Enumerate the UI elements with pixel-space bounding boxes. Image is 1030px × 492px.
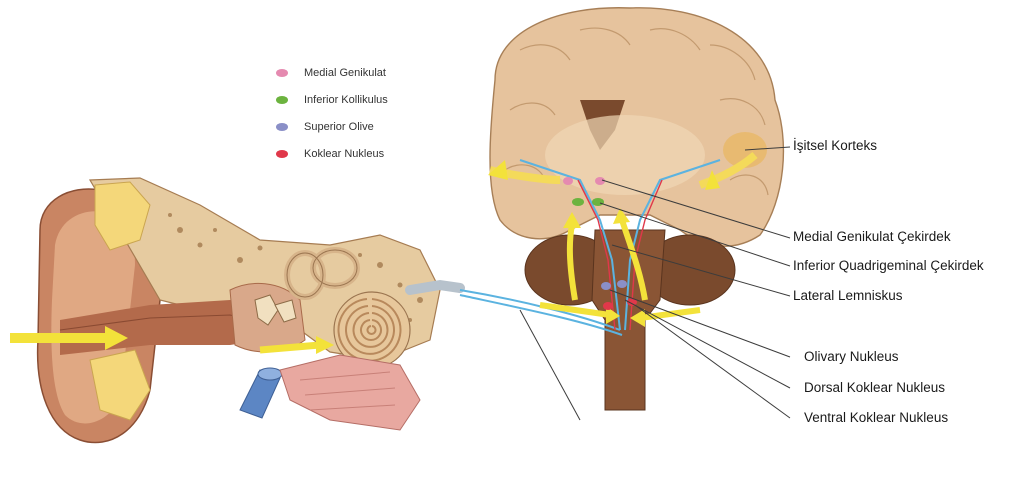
callout-dorsal-koklear-nukleus: Dorsal Koklear Nukleus [804, 380, 945, 395]
inferior-kollikulus-marker [572, 198, 584, 206]
koklear-nukleus-marker [603, 302, 613, 310]
callout-ventral-koklear-nukleus: Ventral Koklear Nukleus [804, 410, 948, 425]
legend-item-koklear-nukleus: Koklear Nukleus [276, 145, 384, 163]
legend-item-superior-olive: Superior Olive [276, 118, 374, 136]
legend-item-inferior-kollikulus: Inferior Kollikulus [276, 91, 388, 109]
legend-item-medial-genikulat: Medial Genikulat [276, 64, 386, 82]
legend-marker-green [276, 96, 288, 104]
callout-inferior-quadrigeminal-cekirdek: Inferior Quadrigeminal Çekirdek [793, 258, 984, 273]
legend-label: Koklear Nukleus [304, 148, 384, 160]
legend-label: Superior Olive [304, 121, 374, 133]
legend-label: Medial Genikulat [304, 67, 386, 79]
brain-illustration [460, 8, 783, 410]
callout-olivary-nukleus: Olivary Nukleus [804, 349, 899, 364]
ear-illustration [10, 178, 460, 443]
callout-isitsel-korteks: İşitsel Korteks [793, 138, 877, 153]
legend-marker-pink [276, 69, 288, 77]
callout-medial-genikulat-cekirdek: Medial Genikulat Çekirdek [793, 229, 951, 244]
superior-olive-marker [601, 282, 611, 290]
callout-lateral-lemniskus: Lateral Lemniskus [793, 288, 903, 303]
legend-marker-purple [276, 123, 288, 131]
legend-label: Inferior Kollikulus [304, 94, 388, 106]
medial-genikulat-marker [563, 177, 573, 185]
legend-marker-red [276, 150, 288, 158]
